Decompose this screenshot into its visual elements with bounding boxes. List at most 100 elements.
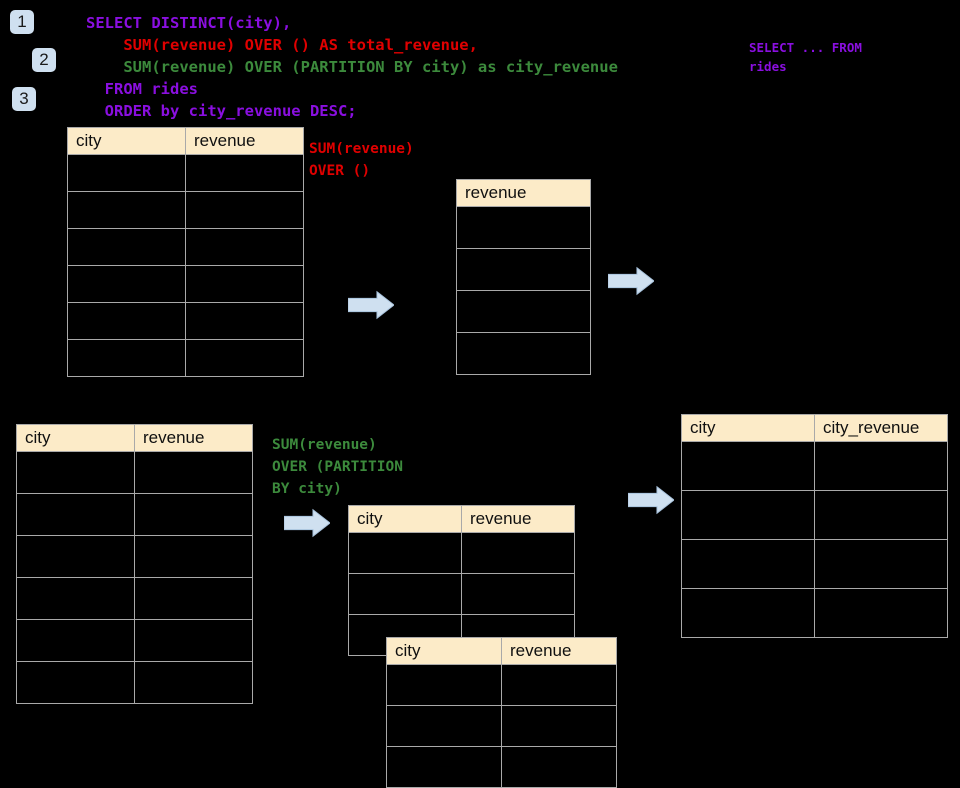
sql-line-4: FROM rides [86, 80, 198, 98]
column-header: city [386, 637, 502, 665]
table-row [67, 339, 304, 377]
column-header: revenue [134, 424, 253, 452]
table-cell [386, 664, 502, 706]
column-header: revenue [456, 179, 591, 207]
table-cell [456, 290, 591, 333]
table-cell [67, 302, 186, 340]
table-cell [814, 490, 948, 540]
column-header: city [16, 424, 135, 452]
table-row [681, 588, 948, 638]
table-cell [386, 705, 502, 747]
annot-city-revenue: SUM(revenue) OVER (PARTITION BY city) [272, 437, 403, 497]
table-cell [185, 154, 304, 192]
table-row [386, 705, 617, 747]
table-row [456, 290, 591, 333]
column-header: city_revenue [814, 414, 948, 442]
table-cell [814, 441, 948, 491]
table-row [16, 619, 253, 662]
table-cell [134, 493, 253, 536]
column-header: revenue [185, 127, 304, 155]
table-cell [16, 661, 135, 704]
table-cell [456, 206, 591, 249]
table-row [386, 664, 617, 706]
arrow-1 [348, 290, 394, 320]
table-total-revenue: revenue [456, 179, 591, 375]
table-cell [185, 191, 304, 229]
table-row [16, 451, 253, 494]
table-cell [185, 339, 304, 377]
table-header-row: revenue [456, 179, 591, 207]
annot-total-revenue: SUM(revenue) OVER () [309, 141, 414, 179]
table-cell [134, 577, 253, 620]
table-cell [456, 248, 591, 291]
table-cell [501, 705, 617, 747]
table-cell [681, 588, 815, 638]
table-cell [501, 664, 617, 706]
table-row [681, 441, 948, 491]
table-row [16, 661, 253, 704]
table-cell [67, 339, 186, 377]
table-cell [461, 532, 575, 574]
sql-sidenote: SELECT ... FROM rides [749, 40, 862, 74]
table-cell [185, 228, 304, 266]
sql-line-2: SUM(revenue) OVER () AS total_revenue, [86, 36, 478, 54]
table-cell [348, 573, 462, 615]
table-row [67, 228, 304, 266]
table-cell [134, 451, 253, 494]
table-row [67, 302, 304, 340]
table-cell [16, 577, 135, 620]
arrow-4 [628, 485, 674, 515]
sql-line-3: SUM(revenue) OVER (PARTITION BY city) as… [86, 58, 618, 76]
table-cell [386, 746, 502, 788]
table-cell [67, 154, 186, 192]
table-cell [134, 619, 253, 662]
table-cell [67, 191, 186, 229]
table-cell [16, 535, 135, 578]
table-cell [681, 490, 815, 540]
table-row [681, 539, 948, 589]
table-cell [185, 302, 304, 340]
table-row [67, 191, 304, 229]
table-cell [185, 265, 304, 303]
table-cell [348, 532, 462, 574]
table-cell [814, 588, 948, 638]
table-row [456, 248, 591, 291]
column-header: city [67, 127, 186, 155]
step-badge-1: 1 [10, 10, 34, 34]
step-badge-2: 2 [32, 48, 56, 72]
table-row [16, 493, 253, 536]
table-row [348, 573, 575, 615]
table-cell [67, 228, 186, 266]
table-row [16, 577, 253, 620]
diagram-canvas: 1 2 3 SELECT DISTINCT(city), SUM(revenue) O… [10, 10, 948, 788]
table-cell [67, 265, 186, 303]
arrow-2 [608, 266, 654, 296]
table-cell [456, 332, 591, 375]
table-row [67, 265, 304, 303]
table-row [386, 746, 617, 788]
step-badge-3: 3 [12, 87, 36, 111]
table-cell [814, 539, 948, 589]
table-cell [16, 493, 135, 536]
table-row [67, 154, 304, 192]
column-header: city [348, 505, 462, 533]
table-row [456, 206, 591, 249]
table-row [16, 535, 253, 578]
table-row [456, 332, 591, 375]
table-cell [461, 573, 575, 615]
table-row [681, 490, 948, 540]
table-cell [681, 539, 815, 589]
column-header: city [681, 414, 815, 442]
column-header: revenue [501, 637, 617, 665]
sql-line-1: SELECT DISTINCT(city), [86, 14, 292, 32]
table-cell [134, 661, 253, 704]
table-row [348, 532, 575, 574]
